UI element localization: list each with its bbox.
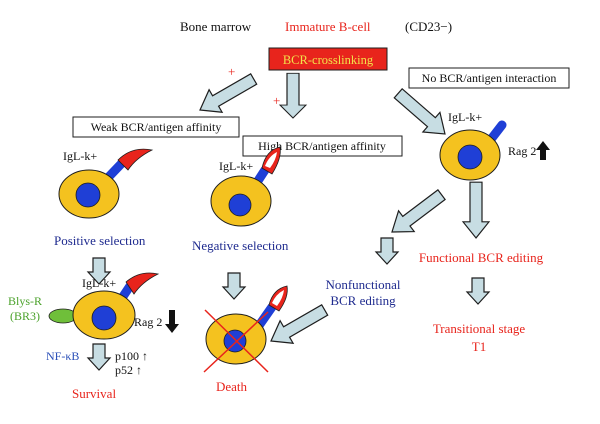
- br3-label: (BR3): [10, 309, 40, 323]
- header-bone-marrow: Bone marrow: [180, 19, 252, 34]
- negative-selection-label: Negative selection: [192, 238, 289, 253]
- header-immature-b-cell: Immature B-cell: [285, 19, 371, 34]
- arrow-to-nonfunctional: [383, 183, 450, 243]
- arrow-to-nonfunctional-label: [375, 237, 399, 265]
- arrow-to-no-interaction: [389, 82, 455, 145]
- cell-positive-selected: [48, 272, 160, 340]
- high-affinity-label: High BCR/antigen affinity: [258, 139, 386, 153]
- high-affinity-box: [242, 135, 403, 157]
- death-label: Death: [216, 379, 248, 394]
- p52-label: p52 ↑: [115, 363, 142, 377]
- cell-weak-igl-label: IgL-k+: [63, 149, 97, 163]
- nf-kb-label: NF-κB: [46, 349, 79, 363]
- cell-no-interaction-igl-label: IgL-k+: [448, 110, 482, 124]
- arrow-to-functional: [462, 181, 490, 239]
- plus-sign-left: +: [228, 64, 235, 79]
- transitional-t1-label: T1: [472, 339, 486, 354]
- functional-editing-label: Functional BCR editing: [419, 250, 544, 265]
- bcr-crosslinking-label: BCR-crosslinking: [283, 53, 374, 67]
- rag2-up-arrow-icon: [536, 141, 550, 160]
- header-cd23: (CD23−): [405, 19, 452, 34]
- plus-sign-center: +: [273, 93, 280, 108]
- p100-label: p100 ↑: [115, 349, 148, 363]
- nonfunctional-editing-label-1: Nonfunctional: [325, 277, 400, 292]
- cell-no-interaction-rag2-label: Rag 2: [508, 144, 536, 158]
- transitional-stage-label: Transitional stage: [433, 321, 526, 336]
- survival-label: Survival: [72, 386, 116, 401]
- cell-dead: [203, 285, 288, 373]
- cell-no-interaction: [439, 120, 507, 181]
- blys-r-label: Blys-R: [8, 294, 42, 308]
- cell-high-affinity: [210, 146, 281, 227]
- death-cross-line-2: [203, 311, 269, 373]
- no-interaction-box: [408, 67, 570, 89]
- cell-positive-rag2-label: Rag 2: [134, 315, 162, 329]
- weak-affinity-label: Weak BCR/antigen affinity: [91, 120, 222, 134]
- no-interaction-label: No BCR/antigen interaction: [422, 71, 557, 85]
- cell-high-igl-label: IgL-k+: [219, 159, 253, 173]
- positive-selection-label: Positive selection: [54, 233, 146, 248]
- rag2-down-arrow-icon: [165, 310, 179, 333]
- weak-affinity-box: [72, 116, 240, 138]
- arrow-to-transitional: [466, 277, 490, 305]
- cell-weak-affinity: [58, 148, 154, 219]
- arrow-to-high: [279, 72, 307, 119]
- bcr-crosslinking-box: [268, 47, 388, 71]
- arrow-to-dead-cell: [222, 272, 246, 300]
- cell-positive-igl-label: IgL-k+: [82, 276, 116, 290]
- nonfunctional-editing-label-2: BCR editing: [330, 293, 396, 308]
- arrow-to-survival: [87, 343, 111, 371]
- arrow-to-weak: [192, 67, 261, 122]
